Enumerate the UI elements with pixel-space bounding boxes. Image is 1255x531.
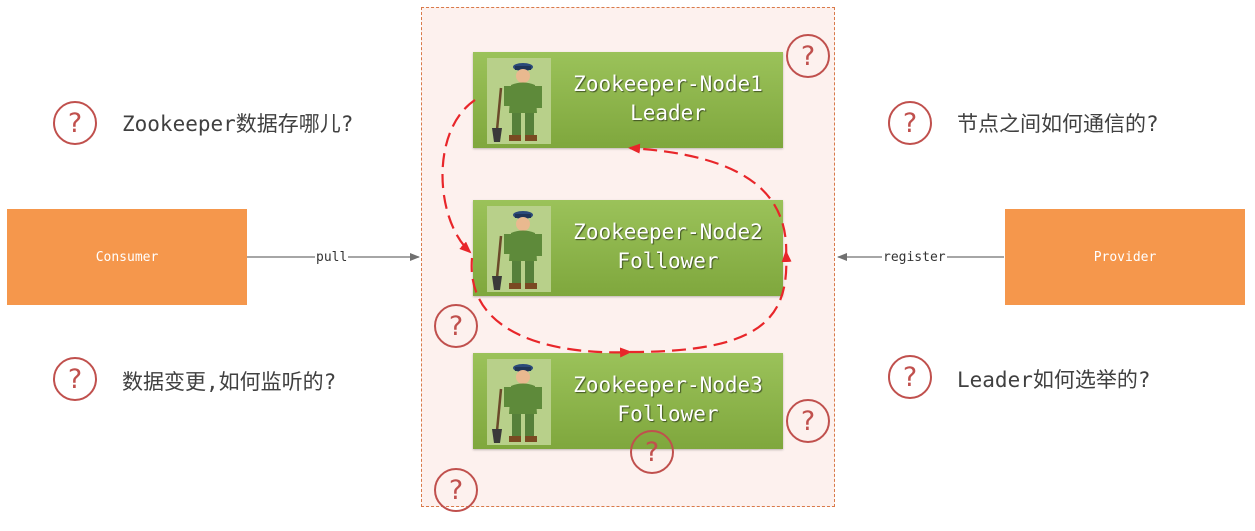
question-circle-icon: ? [786, 34, 830, 78]
node-label: Zookeeper-Node2 Follower [553, 218, 783, 276]
sync-arrow-leader-to-node2 [441, 99, 476, 254]
zookeeper-node-3: Zookeeper-Node3 Follower [473, 353, 783, 449]
node-label: Zookeeper-Node1 Leader [553, 70, 783, 128]
node-label: Zookeeper-Node3 Follower [553, 371, 783, 429]
zookeeper-man-icon [487, 206, 551, 292]
question-circle-icon: ? [786, 399, 830, 443]
zookeeper-man-icon [487, 359, 551, 445]
question-circle-icon: ? [434, 468, 478, 512]
zookeeper-man-icon [487, 58, 551, 144]
consumer-box: Consumer [7, 209, 247, 305]
provider-label: Provider [1093, 249, 1157, 265]
zookeeper-node-2: Zookeeper-Node2 Follower [473, 200, 783, 296]
question-communication: 节点之间如何通信的? [957, 112, 1159, 136]
question-circle-icon: ? [53, 101, 97, 145]
sync-arrow-node3-to-node2 [629, 250, 792, 354]
pull-edge-label: pull [315, 250, 349, 265]
node-name: Zookeeper-Node1 [573, 72, 763, 96]
node-name: Zookeeper-Node2 [573, 220, 763, 244]
consumer-label: Consumer [95, 249, 159, 265]
question-circle-icon: ? [630, 430, 674, 474]
zookeeper-node-1: Zookeeper-Node1 Leader [473, 52, 783, 148]
register-edge-label: register [882, 250, 947, 265]
node-name: Zookeeper-Node3 [573, 373, 763, 397]
question-election: Leader如何选举的? [957, 368, 1151, 392]
question-watch: 数据变更,如何监听的? [122, 370, 337, 394]
provider-box: Provider [1005, 209, 1245, 305]
question-storage: Zookeeper数据存哪儿? [122, 112, 354, 136]
question-circle-icon: ? [888, 355, 932, 399]
question-circle-icon: ? [888, 101, 932, 145]
question-circle-icon: ? [434, 304, 478, 348]
node-role: Leader [630, 101, 706, 125]
question-circle-icon: ? [53, 357, 97, 401]
sync-arrow-node2-to-node3 [470, 257, 632, 358]
node-role: Follower [617, 249, 719, 273]
node-role: Follower [617, 402, 719, 426]
sync-arrow-to-leader [628, 143, 788, 259]
sync-loop [441, 99, 792, 358]
